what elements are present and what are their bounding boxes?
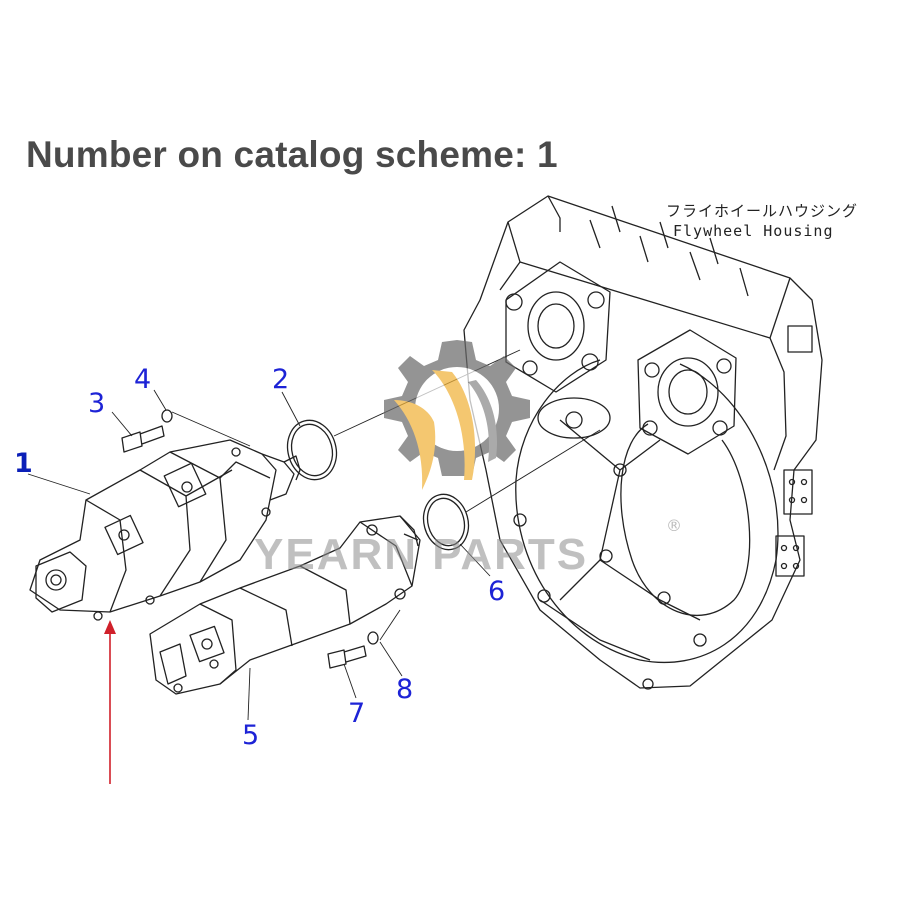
hydraulic-pump-5 — [149, 515, 421, 695]
callout-5: 5 — [242, 720, 260, 751]
washer-4 — [161, 409, 173, 423]
o-ring-6 — [422, 493, 470, 551]
flywheel-housing — [463, 195, 823, 690]
washer-8 — [367, 631, 379, 645]
callout-2: 2 — [272, 364, 290, 395]
callout-8: 8 — [396, 674, 414, 705]
watermark-brand-text: YEARN PARTS — [254, 530, 589, 579]
watermark-registered-mark: ® — [666, 516, 682, 535]
yearn-parts-logo-icon — [384, 340, 530, 490]
callout-6: 6 — [488, 576, 506, 607]
callout-4: 4 — [134, 364, 152, 395]
hydraulic-pump-1 — [29, 439, 301, 621]
catalog-scheme-heading: Number on catalog scheme: 1 — [26, 134, 558, 175]
flywheel-housing-label-en: Flywheel Housing — [673, 222, 834, 240]
callout-7: 7 — [348, 698, 366, 729]
flywheel-housing-label-jp: フライホイールハウジング — [666, 202, 859, 220]
bolt-3 — [121, 425, 165, 453]
callout-1: 1 — [14, 448, 33, 479]
bolt-7 — [327, 645, 367, 669]
o-ring-2 — [286, 419, 338, 481]
red-pointer-arrow — [104, 620, 116, 784]
callout-3: 3 — [88, 388, 106, 419]
